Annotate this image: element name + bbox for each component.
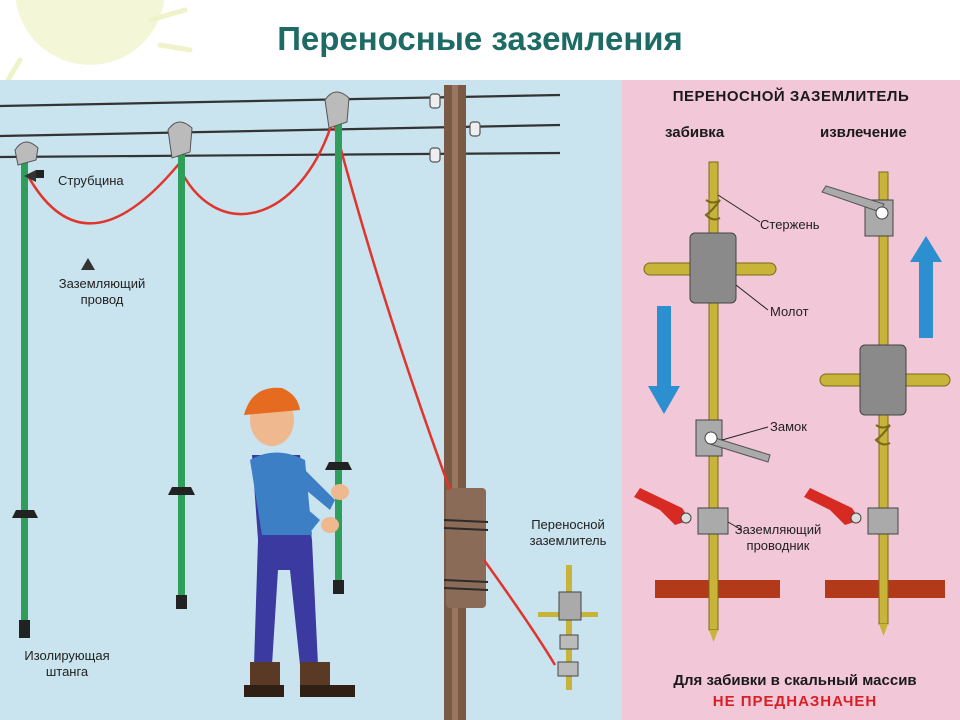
label-portable-earth: Переносной заземлитель <box>518 517 618 549</box>
warning-line-1: Для забивки в скальный массив <box>673 672 917 689</box>
arrow-up-icon <box>910 236 942 338</box>
label-rod: Стержень <box>760 217 820 232</box>
label-hammer: Молот <box>770 304 809 319</box>
earth-rod-driving <box>634 161 777 642</box>
right-panel-heading: ПЕРЕНОСНОЙ ЗАЗЕМЛИТЕЛЬ <box>672 88 910 105</box>
page-title: Переносные заземления <box>277 20 683 57</box>
utility-pole <box>429 85 489 720</box>
label-ground-wire-line2: провод <box>80 292 124 307</box>
label-ground-wire: Заземляющий провод <box>52 276 152 308</box>
insulating-rod-2 <box>167 121 195 609</box>
arrow-down-icon <box>648 306 680 414</box>
label-portable-earth-line1: Переносной <box>531 517 605 532</box>
ground-wire <box>20 115 557 666</box>
label-conductor: Заземляющий проводник <box>728 522 828 554</box>
label-conductor-line1: Заземляющий <box>734 522 822 537</box>
label-insulating-rod: Изолирующая штанга <box>12 648 122 680</box>
earth-rod-extraction <box>804 171 951 636</box>
insulating-rod-3 <box>324 91 352 594</box>
label-portable-earth-line2: заземлитель <box>529 533 607 548</box>
label-ground-wire-line1: Заземляющий <box>58 276 146 291</box>
column-extract-label: извлечение <box>820 124 907 141</box>
label-clamp: Струбцина <box>58 173 124 188</box>
warning-line-2: НЕ ПРЕДНАЗНАЧЕН <box>712 693 878 710</box>
label-conductor-line2: проводник <box>746 538 810 553</box>
label-lock: Замок <box>770 419 807 434</box>
column-drive-label: забивка <box>665 124 725 141</box>
insulating-rod-1 <box>12 141 44 638</box>
power-lines <box>0 93 561 159</box>
label-insulating-rod-line1: Изолирующая <box>24 648 110 663</box>
portable-earth-small <box>538 565 598 690</box>
label-insulating-rod-line2: штанга <box>45 664 89 679</box>
worker-figure <box>244 387 355 697</box>
